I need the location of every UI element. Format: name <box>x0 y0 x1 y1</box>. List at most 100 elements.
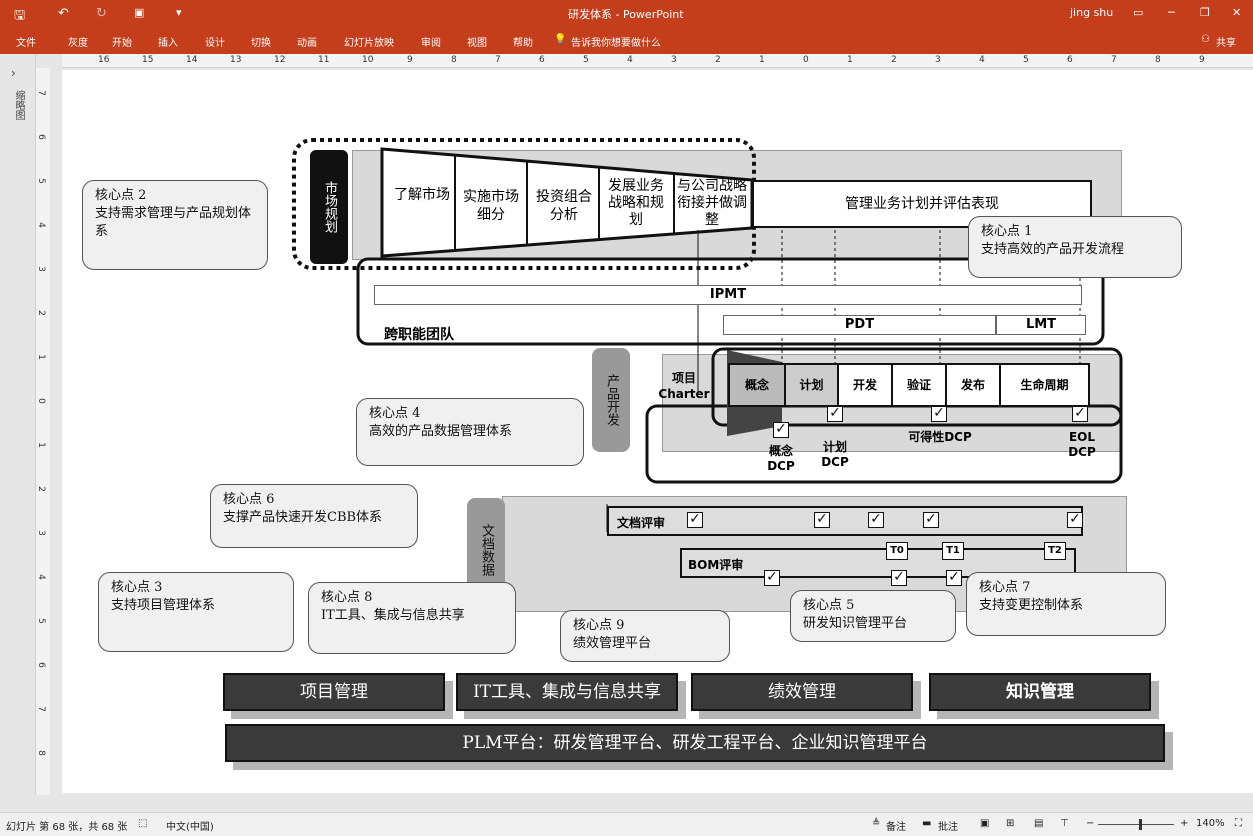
doc-review-bar: 文档评审 <box>607 506 1083 536</box>
thumbnail-pane: › 缩略图 <box>0 54 36 795</box>
comments-button[interactable]: 批注 <box>938 822 958 833</box>
lightbulb-icon: 💡 <box>554 34 567 45</box>
save-icon[interactable]: 🖫 <box>14 8 26 23</box>
tab-file[interactable]: 文件 <box>16 38 36 49</box>
plm-platform-box: PLM平台：研发管理平台、研发工程平台、企业知识管理平台 <box>225 724 1165 762</box>
dcp-eol-label: EOL DCP <box>1068 430 1096 459</box>
callout-1-text: 支持高效的产品开发流程 <box>981 242 1125 257</box>
phase-plan: 计划 <box>784 365 837 405</box>
tab-transitions[interactable]: 切换 <box>251 38 271 49</box>
sorter-view-icon[interactable]: ⊞ <box>1006 818 1015 829</box>
project-charter: 项目Charter <box>658 371 710 401</box>
status-bar: 幻灯片 第 68 张，共 68 张 ⬚ 中文(中国) ≜ 备注 ▬ 批注 ▣ ⊞… <box>0 812 1253 836</box>
callout-7-text: 支持变更控制体系 <box>979 598 1084 613</box>
callout-5-title: 核心点 5 <box>803 598 855 613</box>
slideshow-view-icon[interactable]: ⊤ <box>1060 818 1069 829</box>
customize-chevron-icon[interactable]: ▾ <box>176 6 182 19</box>
callout-4-text: 高效的产品数据管理体系 <box>369 424 513 439</box>
zoom-slider-handle[interactable] <box>1139 819 1142 830</box>
callout-6: 核心点 6 支撑产品快速开发CBB体系 <box>210 484 418 548</box>
doc-check-2: ✓ <box>814 512 830 528</box>
person-icon: ⚇ <box>1201 34 1210 45</box>
callout-8: 核心点 8 IT工具、集成与信息共享 <box>308 582 516 654</box>
cross-team-label: 跨职能团队 <box>384 327 454 343</box>
step-understand-market: 了解市场 <box>394 187 450 203</box>
slide-canvas[interactable]: 市场规划 了解市场 实施市场细分 投资组合分析 发展业务战略和规划 与公司战略衔… <box>62 70 1253 793</box>
ribbon-tabs: 文件 灰度 开始 插入 设计 切换 动画 幻灯片放映 审阅 视图 帮助 💡 告诉… <box>0 28 1253 54</box>
phase-bar: 概念 计划 开发 验证 发布 生命周期 <box>728 363 1090 407</box>
tab-animations[interactable]: 动画 <box>297 38 317 49</box>
close-icon[interactable]: ✕ <box>1232 6 1242 19</box>
zoom-slider-track[interactable] <box>1098 824 1174 825</box>
callout-6-title: 核心点 6 <box>223 492 275 507</box>
tab-insert[interactable]: 插入 <box>158 38 178 49</box>
phase-release: 发布 <box>945 365 999 405</box>
callout-9: 核心点 9 绩效管理平台 <box>560 610 730 662</box>
tab-review[interactable]: 审阅 <box>421 38 441 49</box>
restore-icon[interactable]: ❐ <box>1200 6 1210 19</box>
notes-button[interactable]: 备注 <box>886 822 906 833</box>
accessibility-icon[interactable]: ⬚ <box>138 818 148 829</box>
minimize-icon[interactable]: ─ <box>1168 6 1175 19</box>
product-dev-label: 产品开发 <box>592 348 630 452</box>
zoom-in-button[interactable]: + <box>1180 818 1189 829</box>
window-title: 研发体系 - PowerPoint <box>568 8 684 21</box>
dcp-eol-checkbox: ✓ <box>1072 406 1088 422</box>
tab-design[interactable]: 设计 <box>205 38 225 49</box>
step-business-strategy: 发展业务战略和规划 <box>608 178 664 228</box>
title-bar: 🖫 ↶ ↻ ▣ ▾ 研发体系 - PowerPoint jing shu ▭ ─… <box>0 0 1253 28</box>
tab-help[interactable]: 帮助 <box>513 38 533 49</box>
callout-3-text: 支持项目管理体系 <box>111 598 216 613</box>
bom-review-label: BOM评审 <box>688 558 744 572</box>
dcp-plan-checkbox: ✓ <box>827 406 843 422</box>
callout-7-title: 核心点 7 <box>979 580 1031 595</box>
phase-concept: 概念 <box>730 365 784 405</box>
tab-home[interactable]: 开始 <box>112 38 132 49</box>
doc-check-5: ✓ <box>1067 512 1083 528</box>
expand-chevron-icon[interactable]: › <box>11 66 16 80</box>
reading-view-icon[interactable]: ▤ <box>1034 818 1044 829</box>
dcp-concept-label: 概念DCP <box>767 444 795 473</box>
present-icon[interactable]: ▣ <box>134 6 145 19</box>
dcp-concept-checkbox: ✓ <box>773 422 789 438</box>
bom-check-2: ✓ <box>891 570 907 586</box>
ribbon-display-icon[interactable]: ▭ <box>1133 6 1144 19</box>
callout-1-title: 核心点 1 <box>981 224 1033 239</box>
dcp-availability-checkbox: ✓ <box>931 406 947 422</box>
callout-5-text: 研发知识管理平台 <box>803 616 908 631</box>
callout-5: 核心点 5 研发知识管理平台 <box>790 590 956 642</box>
lmt-bar: LMT <box>996 315 1086 335</box>
callout-9-title: 核心点 9 <box>573 618 625 633</box>
zoom-level[interactable]: 140% <box>1196 818 1225 829</box>
doc-review-label: 文档评审 <box>617 516 666 530</box>
zoom-out-button[interactable]: − <box>1086 818 1095 829</box>
doc-check-1: ✓ <box>687 512 703 528</box>
it-tools-box: IT工具、集成与信息共享 <box>456 673 678 711</box>
callout-1: 核心点 1 支持高效的产品开发流程 <box>968 216 1182 278</box>
normal-view-icon[interactable]: ▣ <box>980 818 990 829</box>
step-portfolio-analysis: 投资组合分析 <box>536 189 592 223</box>
undo-icon[interactable]: ↶ <box>58 6 69 21</box>
pdt-bar: PDT <box>723 315 996 335</box>
tab-view[interactable]: 视图 <box>467 38 487 49</box>
language-indicator[interactable]: 中文(中国) <box>166 822 214 833</box>
bom-review-bar: BOM评审 <box>680 548 1076 578</box>
redo-icon[interactable]: ↻ <box>96 6 107 21</box>
phase-develop: 开发 <box>837 365 891 405</box>
step-segment-market: 实施市场细分 <box>463 189 519 223</box>
user-name[interactable]: jing shu <box>1070 6 1114 19</box>
share-button[interactable]: 共享 <box>1216 38 1236 49</box>
tag-t1: T1 <box>942 542 964 560</box>
fit-slide-icon[interactable]: ⛶ <box>1235 818 1242 829</box>
tag-t2: T2 <box>1044 542 1066 560</box>
tab-slideshow[interactable]: 幻灯片放映 <box>344 38 394 49</box>
callout-9-text: 绩效管理平台 <box>573 636 652 651</box>
comments-icon[interactable]: ▬ <box>922 818 932 829</box>
callout-2-title: 核心点 2 <box>95 188 147 203</box>
notes-icon[interactable]: ≜ <box>872 818 881 829</box>
thumbnail-label[interactable]: 缩略图 <box>13 90 24 120</box>
tab-grayscale[interactable]: 灰度 <box>68 38 88 49</box>
dcp-availability-label: 可得性DCP <box>908 430 972 444</box>
tell-me-box[interactable]: 告诉我你想要做什么 <box>571 38 661 49</box>
